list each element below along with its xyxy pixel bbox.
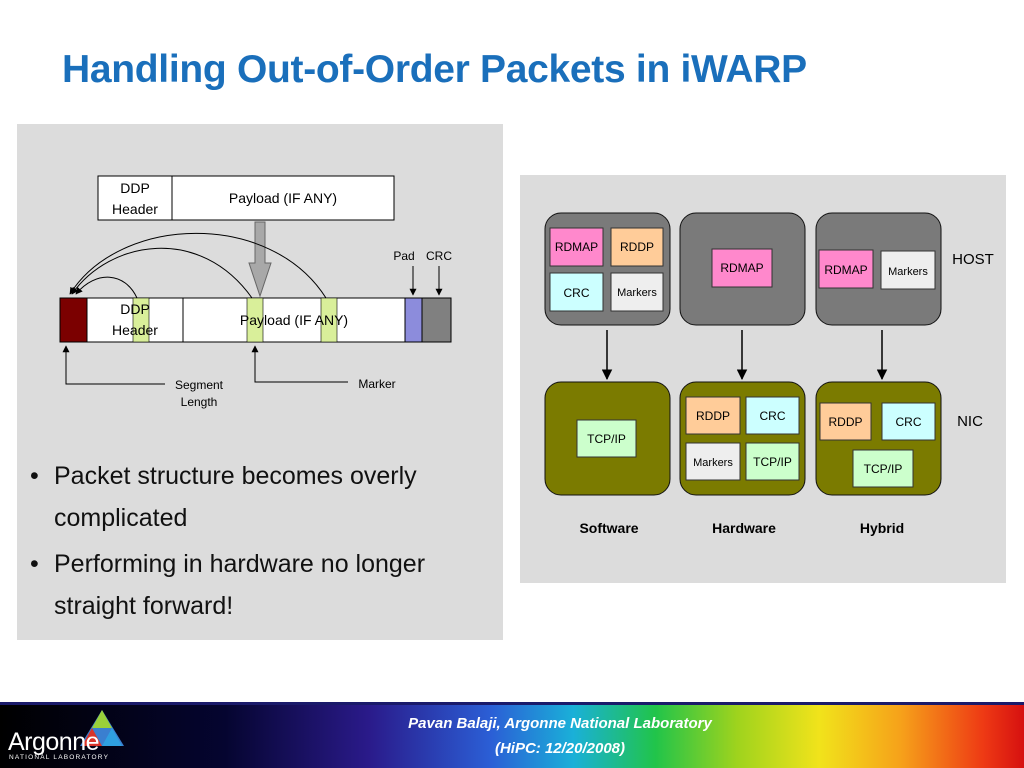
hardware-markers-label: Markers [693, 457, 733, 469]
marker-pointer-arrow-3 [69, 233, 327, 299]
top-ddp-header-line2: Header [112, 201, 158, 217]
hardware-rddp-label: RDDP [696, 409, 730, 423]
nic-row-label: NIC [957, 413, 983, 430]
top-packet: DDP Header Payload (IF ANY) [97, 175, 395, 221]
pad-label: Pad [393, 249, 414, 263]
bottom-payload-label: Payload (IF ANY) [240, 312, 348, 328]
segment-length-label-line1: Segment [175, 378, 224, 392]
software-crc-box [549, 272, 604, 312]
bullet-item-1: Packet structure becomes overly complica… [28, 455, 493, 539]
bullet-list: Packet structure becomes overly complica… [28, 455, 493, 631]
hybrid-rddp-label: RDDP [828, 415, 862, 429]
segment-length-arrow [62, 345, 165, 385]
crc-field [421, 297, 452, 343]
hybrid-crc-label: CRC [896, 415, 922, 429]
marker-pointer-arrow-2 [71, 247, 253, 299]
software-column: RDMAP RDDP CRC Markers TCP/IP Software [544, 212, 671, 536]
marker-field-2 [246, 297, 264, 343]
hardware-rdmap-label: RDMAP [720, 261, 763, 275]
marker-arrow [251, 345, 348, 383]
footer-event: (HiPC: 12/20/2008) [494, 740, 626, 757]
hardware-column-label: Hardware [712, 520, 776, 536]
software-rddp-label: RDDP [620, 240, 654, 254]
software-markers-label: Markers [617, 287, 657, 299]
footer-divider [0, 702, 1024, 705]
top-ddp-header-line1: DDP [120, 180, 150, 196]
bullet-item-2: Performing in hardware no longer straigh… [28, 543, 493, 627]
marker-pointer-arrow-1 [75, 276, 138, 299]
hybrid-host-block [815, 212, 942, 326]
bottom-ddp-header-line1: DDP [120, 301, 150, 317]
host-row-label: HOST [952, 251, 994, 268]
software-rdmap-label: RDMAP [555, 240, 598, 254]
top-payload-label: Payload (IF ANY) [229, 190, 337, 206]
software-column-label: Software [579, 520, 638, 536]
hybrid-tcpip-label: TCP/IP [864, 462, 903, 476]
software-tcpip-label: TCP/IP [587, 432, 626, 446]
hybrid-column: RDMAP Markers RDDP CRC TCP/IP Hybrid [815, 212, 942, 536]
software-rddp-box [610, 227, 664, 267]
hardware-markers-box [685, 442, 741, 481]
segment-length-label-line2: Length [181, 395, 218, 409]
slide-title: Handling Out-of-Order Packets in iWARP [62, 48, 807, 91]
marker-insert-arrow [248, 221, 272, 298]
logo-subtitle: NATIONAL LABORATORY [9, 754, 110, 761]
bottom-ddp-header-line2: Header [112, 322, 158, 338]
hybrid-markers-box [880, 250, 936, 290]
software-tcpip-box [576, 419, 637, 458]
software-rdmap-box [549, 227, 604, 267]
marker-field-1 [132, 297, 150, 343]
software-markers-box [610, 272, 664, 312]
software-crc-label: CRC [564, 286, 590, 300]
hybrid-rddp-box [819, 402, 872, 441]
hardware-tcpip-label: TCP/IP [753, 455, 792, 469]
marker-field-3 [320, 297, 338, 343]
hybrid-crc-box [881, 402, 936, 441]
hybrid-column-label: Hybrid [860, 520, 904, 536]
hardware-tcpip-box [745, 442, 800, 481]
hardware-column: RDMAP RDDP CRC Markers TCP/IP Hardware [679, 212, 806, 536]
hybrid-markers-label: Markers [888, 266, 928, 278]
pad-field [404, 297, 423, 343]
hybrid-rdmap-box [818, 249, 874, 289]
argonne-logo-icon [80, 710, 124, 746]
footer-author: Pavan Balaji, Argonne National Laborator… [408, 715, 712, 732]
hybrid-tcpip-box [852, 449, 914, 488]
hardware-rddp-box [685, 396, 741, 435]
marker-label: Marker [358, 377, 395, 391]
footer-bar: Pavan Balaji, Argonne National Laborator… [0, 702, 1024, 768]
hardware-crc-box [745, 396, 800, 435]
bottom-packet: DDP Header Payload (IF ANY) [59, 297, 452, 343]
logo-wordmark: Argonne [8, 728, 100, 756]
hardware-rdmap-box [711, 248, 773, 288]
top-packet-outline [97, 175, 395, 221]
segment-length-field [59, 297, 88, 343]
hybrid-rdmap-label: RDMAP [824, 263, 867, 277]
crc-label: CRC [426, 249, 452, 263]
hardware-crc-label: CRC [760, 409, 786, 423]
